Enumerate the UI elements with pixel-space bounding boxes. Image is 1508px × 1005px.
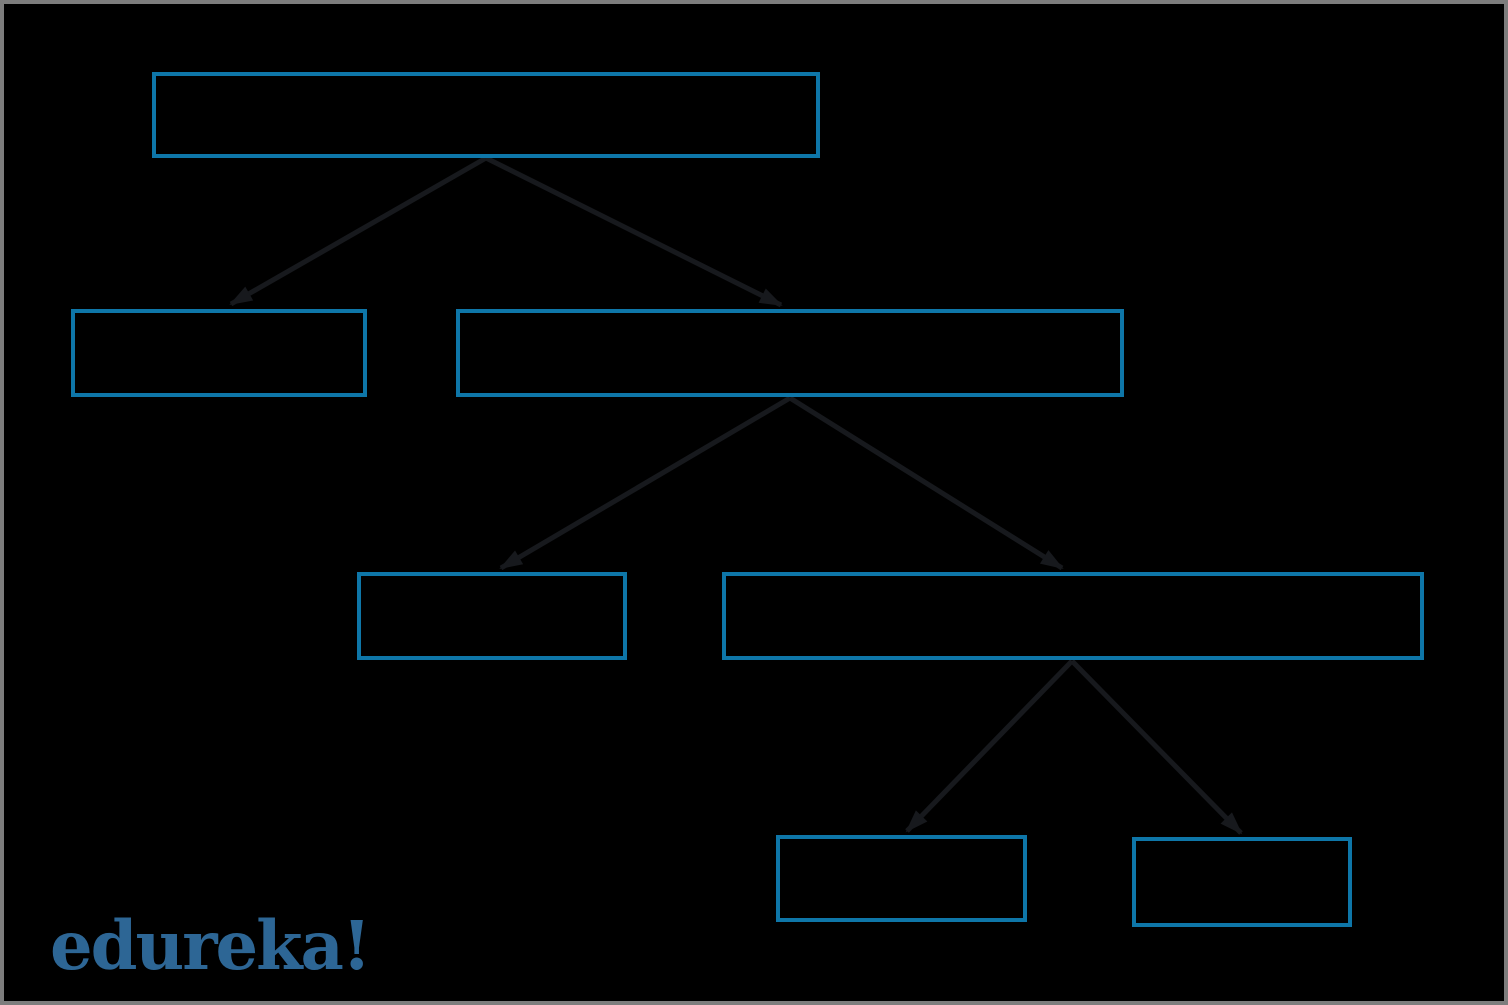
tree-node-level2-right [722,572,1424,660]
tree-edges [229,155,1243,835]
tree-node-level1-right [456,309,1124,397]
edge-root-to-level1-right [484,155,783,308]
edge-level1-right-to-level2-left [499,395,792,571]
edge-level2-right-to-level3-left [905,659,1074,833]
tree-node-level2-left [357,572,627,660]
edge-root-to-level1-left [229,155,488,307]
tree-node-level1-left [71,309,367,397]
tree-node-level3-right [1132,837,1352,927]
tree-node-root [152,72,820,158]
tree-node-level3-left [776,835,1027,922]
edge-level1-right-to-level2-right [788,395,1064,571]
edge-level2-right-to-level3-right [1070,659,1243,835]
edureka-logo: edureka! [50,906,371,985]
